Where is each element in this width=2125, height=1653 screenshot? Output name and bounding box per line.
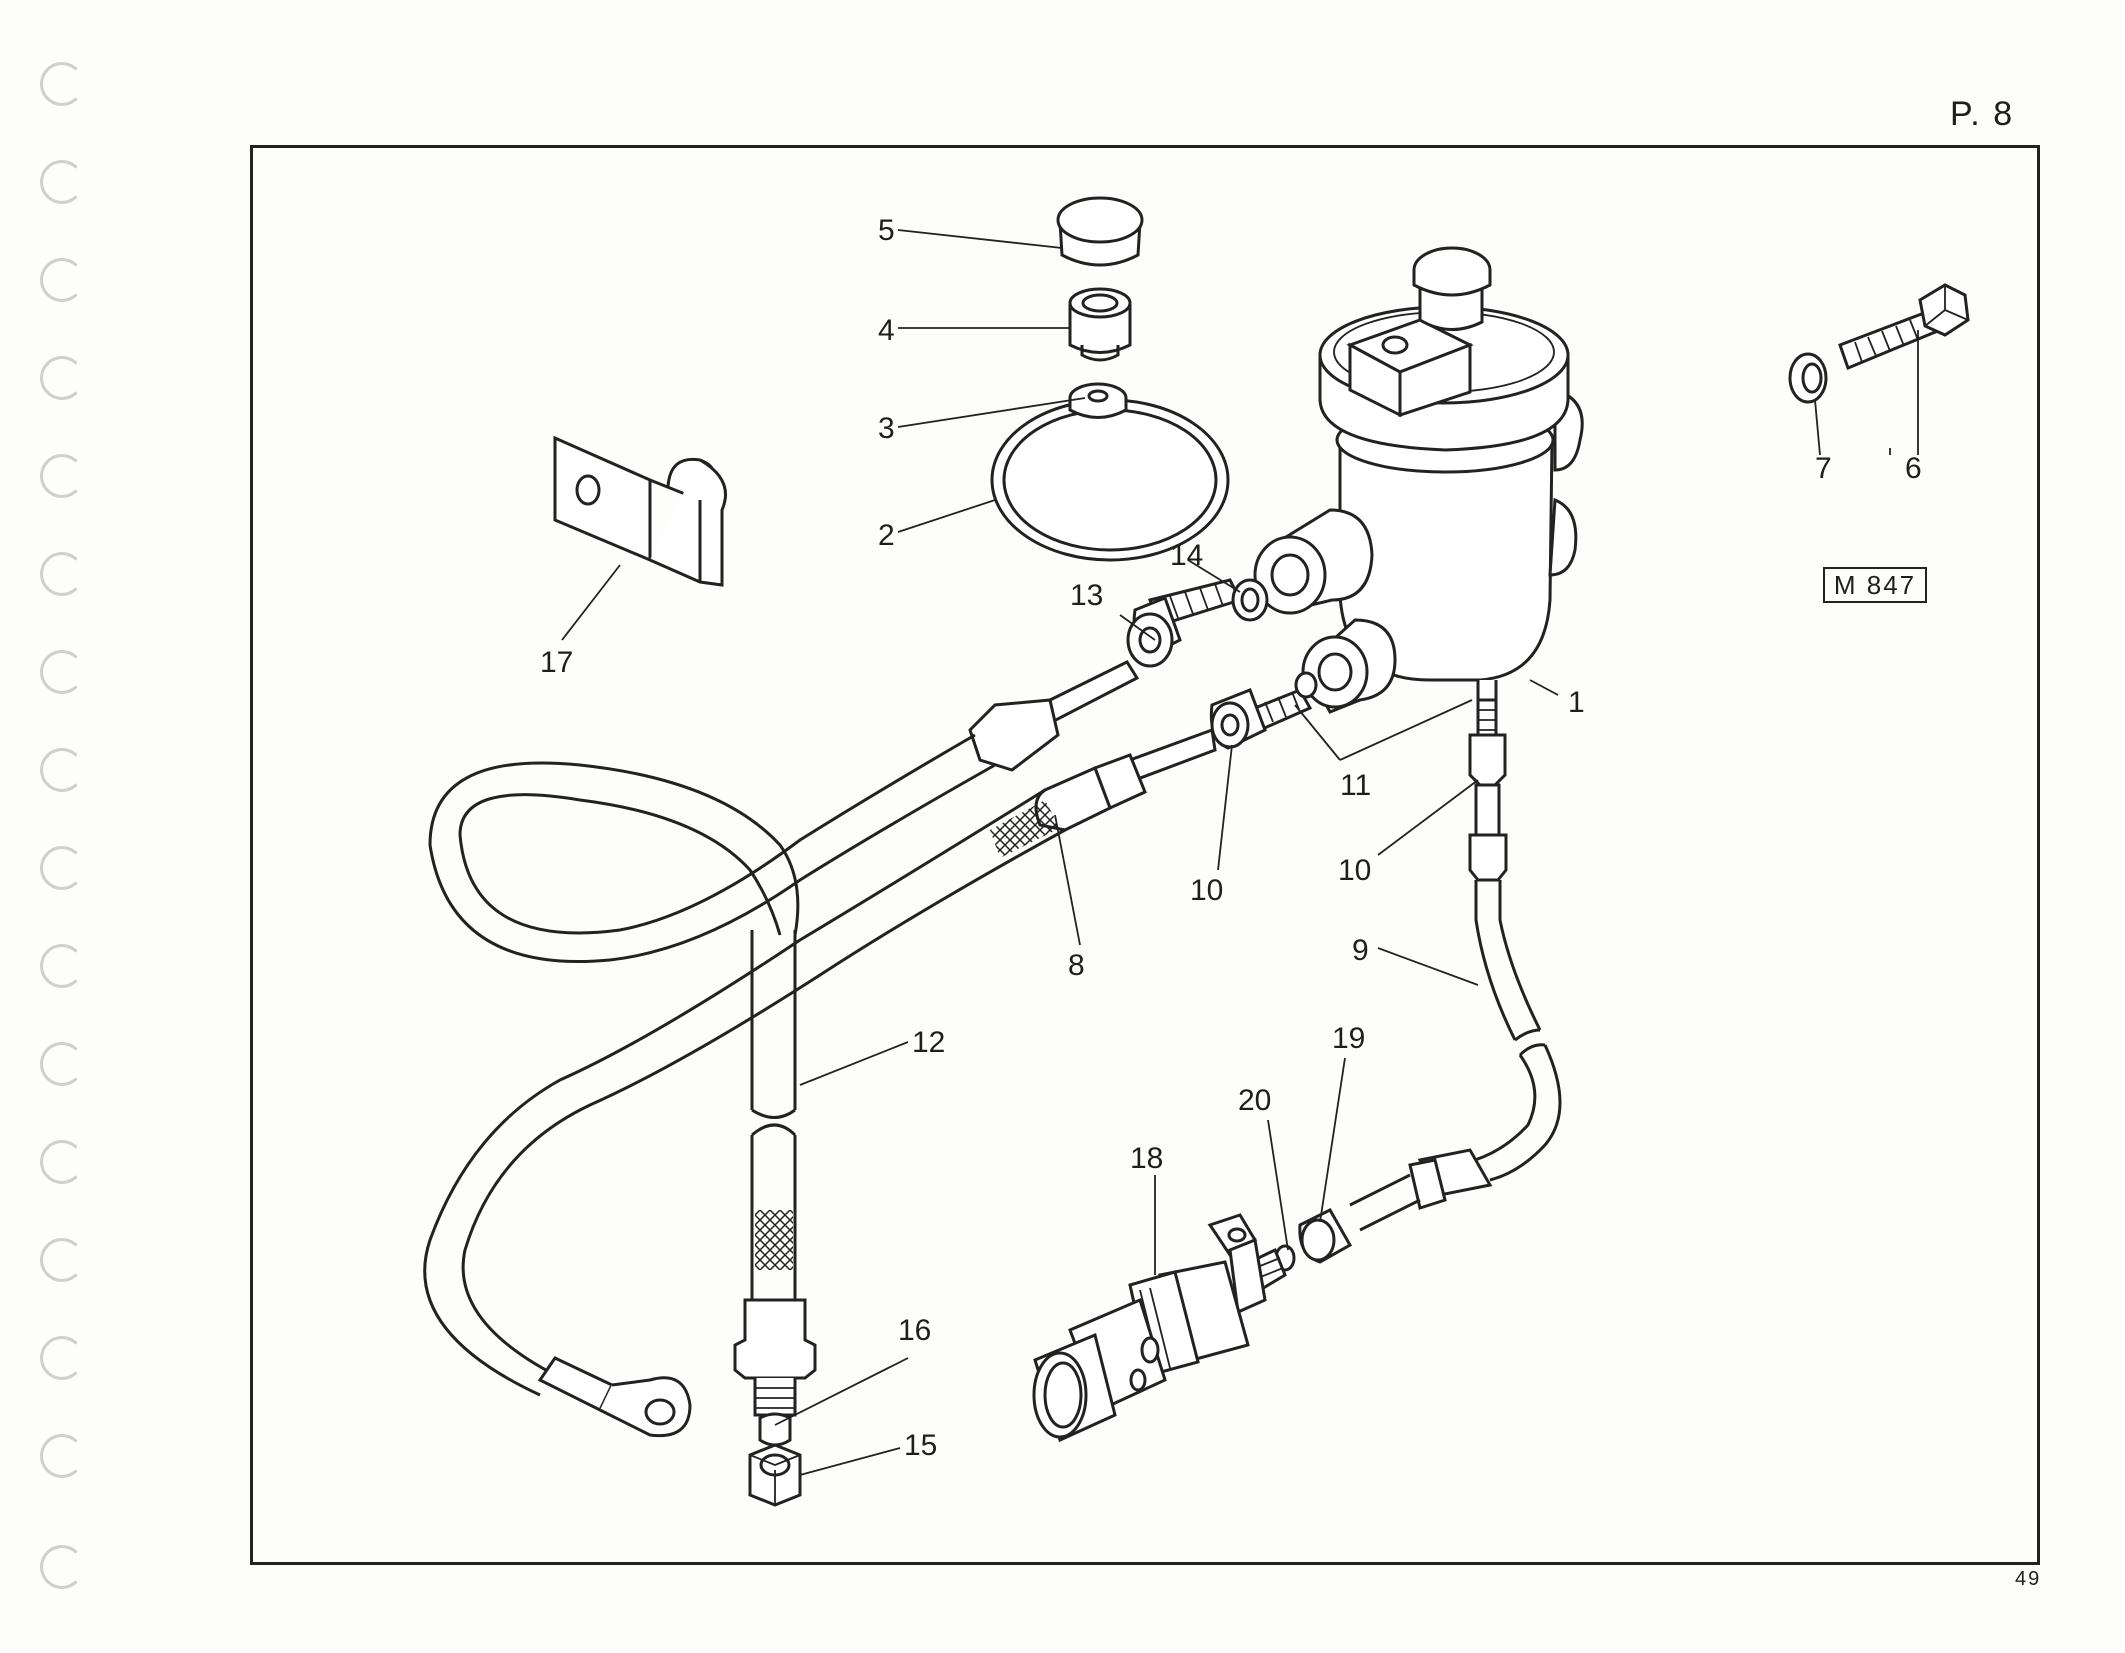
callout-labels: 1 2 3 4 5 6 7 8 9 10 10 11 12 13 14 15 1… — [540, 214, 1922, 1462]
seal-part-14 — [1231, 578, 1269, 622]
filter-cap-part-5 — [1056, 196, 1144, 267]
seal-part-3 — [1068, 382, 1128, 419]
punch-hole — [40, 1042, 84, 1086]
callout-2: 2 — [878, 519, 895, 552]
o-ring-part-2 — [990, 398, 1230, 562]
callout-1: 1 — [1568, 686, 1585, 719]
callout-17: 17 — [540, 646, 573, 679]
punch-hole — [40, 1434, 84, 1478]
diagram-frame — [250, 145, 2040, 1565]
punch-hole — [40, 454, 84, 498]
callout-11: 11 — [1340, 769, 1371, 802]
leader-lines — [561, 229, 1919, 1476]
callout-10-right: 10 — [1338, 854, 1371, 887]
punch-hole — [40, 944, 84, 988]
nut-part-15 — [748, 1443, 802, 1507]
punch-hole — [40, 650, 84, 694]
page-number: 49 — [2015, 1568, 2042, 1590]
heater-plug-part-18 — [1032, 1213, 1287, 1443]
punch-hole — [40, 258, 84, 302]
callout-9: 9 — [1352, 934, 1369, 967]
callout-10-left: 10 — [1190, 874, 1223, 907]
reference-code: M 847 — [1823, 567, 1927, 603]
union-nut-part-10 — [1209, 688, 1267, 750]
callout-16: 16 — [898, 1314, 931, 1347]
callout-5: 5 — [878, 214, 895, 247]
punch-hole — [40, 62, 84, 106]
punch-hole — [40, 356, 84, 400]
punch-hole — [40, 748, 84, 792]
fitting-part-11 — [1247, 671, 1318, 732]
hose-assembly-part-12 — [428, 660, 1140, 1417]
callout-6: 6 — [1905, 452, 1922, 485]
punch-hole — [40, 846, 84, 890]
callout-4: 4 — [878, 314, 895, 347]
bolt-part-6 — [1838, 283, 1970, 370]
feed-pipe-part-9 — [1349, 698, 1562, 1232]
union-nut-part-4 — [1068, 287, 1132, 362]
punch-hole — [40, 552, 84, 596]
callout-13: 13 — [1070, 579, 1103, 612]
callout-19: 19 — [1332, 1022, 1365, 1055]
braided-hose-part-8 — [423, 727, 1217, 1438]
punch-hole — [40, 160, 84, 204]
punch-hole — [40, 1140, 84, 1184]
callout-8: 8 — [1068, 949, 1085, 982]
callout-7: 7 — [1815, 452, 1832, 485]
callout-3: 3 — [878, 412, 895, 445]
bracket-part-17 — [553, 435, 727, 587]
callout-12: 12 — [912, 1026, 945, 1059]
punch-hole — [40, 1545, 84, 1589]
washer-part-7 — [1788, 352, 1828, 404]
callout-15: 15 — [904, 1429, 937, 1462]
hose-fitting-part-13 — [1126, 578, 1243, 668]
punch-hole — [40, 1238, 84, 1282]
callout-14: 14 — [1170, 539, 1203, 572]
reservoir-body-part-1 — [1253, 246, 1584, 714]
union-nut-part-19 — [1298, 1208, 1353, 1264]
page-label: P. 8 — [1950, 95, 2015, 133]
punch-hole — [40, 1336, 84, 1380]
callout-18: 18 — [1130, 1142, 1163, 1175]
seal-part-16 — [758, 1412, 792, 1447]
callout-20: 20 — [1238, 1084, 1271, 1117]
